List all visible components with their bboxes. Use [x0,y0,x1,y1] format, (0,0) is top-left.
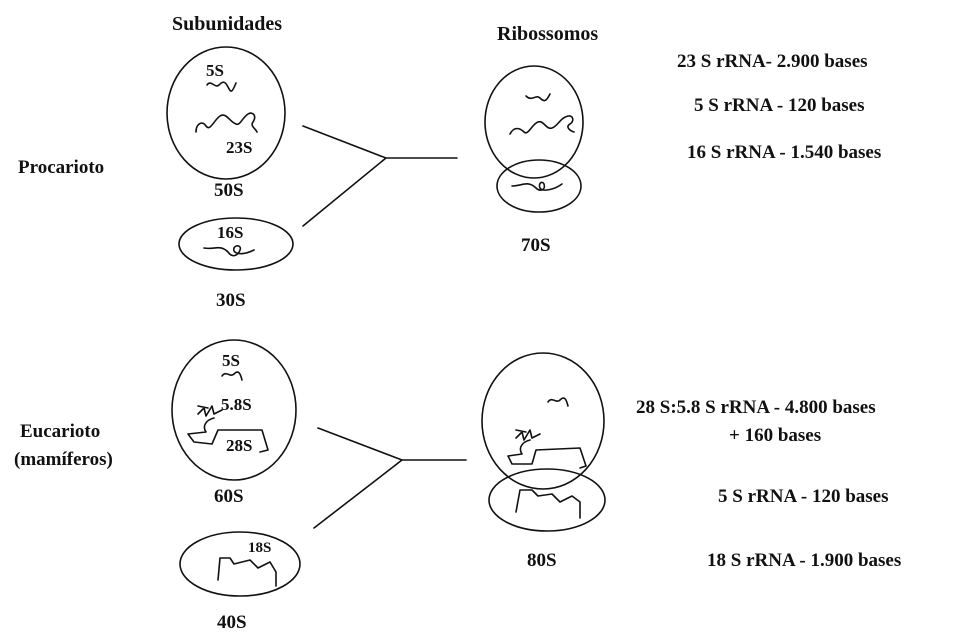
ribosome-70s-rna-23s [509,115,575,135]
prokaryote-label: Procarioto [18,157,105,178]
rna-5s-label: 5S [206,61,224,80]
subunit-50s-shape [166,46,286,180]
ribosome-80s-large-shape [481,352,605,490]
ribosome-70s-rna-5s [525,93,551,102]
subunit-60s-shape [171,339,297,481]
ribosome-80s-rna-28s [507,439,587,469]
eukaryote-sublabel: (mamíferos) [14,449,113,470]
eukaryote-label: Eucarioto [20,421,101,442]
ribosome-80s-label: 80S [527,550,557,571]
rna-size-5s-euk: 5 S rRNA - 120 bases [718,486,889,507]
ribosome-70s-rna-16s [511,181,563,191]
rna-18s-squiggle [217,557,277,587]
ribosome-80s-rna-5s [547,397,569,407]
prokaryote-join-lines [302,125,458,227]
rna-size-16s: 16 S rRNA - 1.540 bases [687,142,882,163]
rna-28s-label: 28S [226,436,253,455]
rna-23s-label: 23S [226,138,253,157]
rna-16s-label: 16S [217,223,244,242]
subunit-40s-label: 40S [217,612,247,633]
ribosome-80s-small-shape [488,468,606,532]
rna-23s-squiggle [195,112,258,133]
rna-16s-squiggle [203,245,255,257]
rna-size-28s-5-8s: 28 S:5.8 S rRNA - 4.800 bases [636,397,876,418]
ribosomes-header: Ribossomos [497,23,599,45]
eukaryote-join-lines [313,427,467,529]
ribosome-70s-small-shape [496,159,582,213]
subunits-header: Subunidades [172,13,283,35]
subunit-50s-label: 50S [214,180,244,201]
rna-size-18s: 18 S rRNA - 1.900 bases [707,550,902,571]
rna-5-8s-label: 5.8S [221,395,252,414]
subunit-30s-shape [178,217,294,271]
subunit-60s-label: 60S [214,486,244,507]
rna-5s-squiggle [206,81,237,92]
rna-5s-squiggle-euk [221,371,243,381]
ribosome-70s-label: 70S [521,235,551,256]
subunit-30s-label: 30S [216,290,246,311]
ribosome-80s-rna-18s [515,489,581,519]
ribosome-80s-rna-5-8s [515,429,541,441]
rna-size-23s: 23 S rRNA- 2.900 bases [677,51,868,72]
rna-18s-label: 18S [248,540,272,556]
rna-size-28s-extra: + 160 bases [729,425,822,446]
rna-5-8s-squiggle [197,405,223,417]
rna-size-5s: 5 S rRNA - 120 bases [694,95,865,116]
rna-5s-label-euk: 5S [222,351,240,370]
subunit-40s-shape [179,531,301,597]
rna-28s-squiggle [187,417,269,453]
ribosome-70s-large-shape [484,65,584,179]
